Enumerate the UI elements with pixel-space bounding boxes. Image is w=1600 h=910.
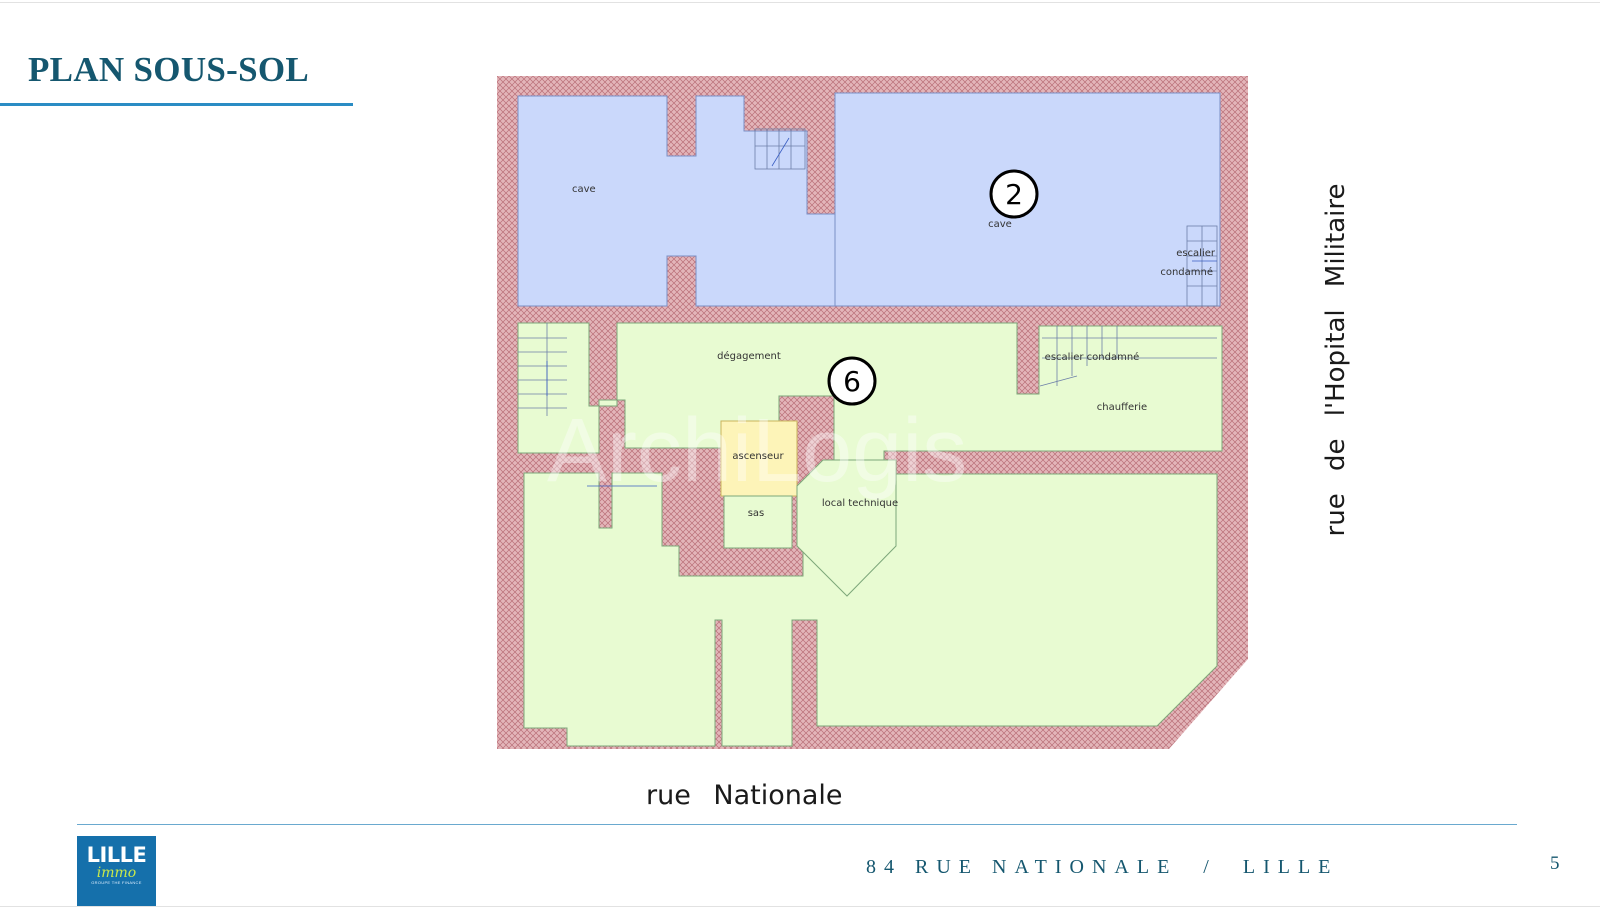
label-escalier: escalier <box>1176 248 1216 259</box>
footer-rule <box>77 824 1517 825</box>
stair-escalier-condamne-right <box>1186 225 1218 307</box>
ascenseur-shaft <box>720 420 798 497</box>
label-ascenseur: ascenseur <box>732 451 784 462</box>
label-cave-left: cave <box>572 184 596 195</box>
label-chaufferie: chaufferie <box>1097 402 1147 413</box>
footer-address: 84 RUE NATIONALE / LILLE <box>866 856 1339 878</box>
street-label-bottom: rue Nationale <box>646 780 843 811</box>
label-degagement: dégagement <box>717 350 781 362</box>
stair-cave-left <box>754 128 806 170</box>
lot-marker-6-circle <box>827 356 877 406</box>
logo-main-text: LILLE <box>86 843 147 867</box>
title-underline <box>0 103 353 106</box>
stair-degagement-left <box>518 323 567 416</box>
label-cave-right: cave <box>988 219 1012 230</box>
cave-left-room <box>517 95 836 307</box>
lot-marker-6: 6 <box>843 365 861 398</box>
watermark-text: ArchiLogis <box>547 401 967 501</box>
label-escalier-condamne: escalier condamné <box>1045 351 1140 363</box>
label-condamne: condamné <box>1160 266 1213 278</box>
local-technique-room <box>796 459 897 597</box>
logo-sub-text: immo <box>96 865 137 881</box>
lot-marker-2-circle <box>989 169 1039 219</box>
floor-plan: ArchiLogis cave cave escalier condamné d… <box>497 76 1249 750</box>
logo-tagline: GROUPE THE FINANCE <box>91 880 142 885</box>
page-title: PLAN SOUS-SOL <box>28 50 310 89</box>
page-number: 5 <box>1550 853 1560 874</box>
bottom-rule <box>0 906 1600 907</box>
label-local-technique: local technique <box>822 498 898 509</box>
sas-room <box>723 495 793 549</box>
top-rule <box>0 2 1600 3</box>
stair-escalier-condamne-ground <box>1039 326 1217 387</box>
street-label-right: rue de l'Hopital Militaire <box>1321 183 1351 537</box>
lot-marker-2: 2 <box>1005 178 1023 211</box>
lille-immo-logo: LILLE immo GROUPE THE FINANCE <box>77 836 156 906</box>
label-sas: sas <box>748 508 765 519</box>
